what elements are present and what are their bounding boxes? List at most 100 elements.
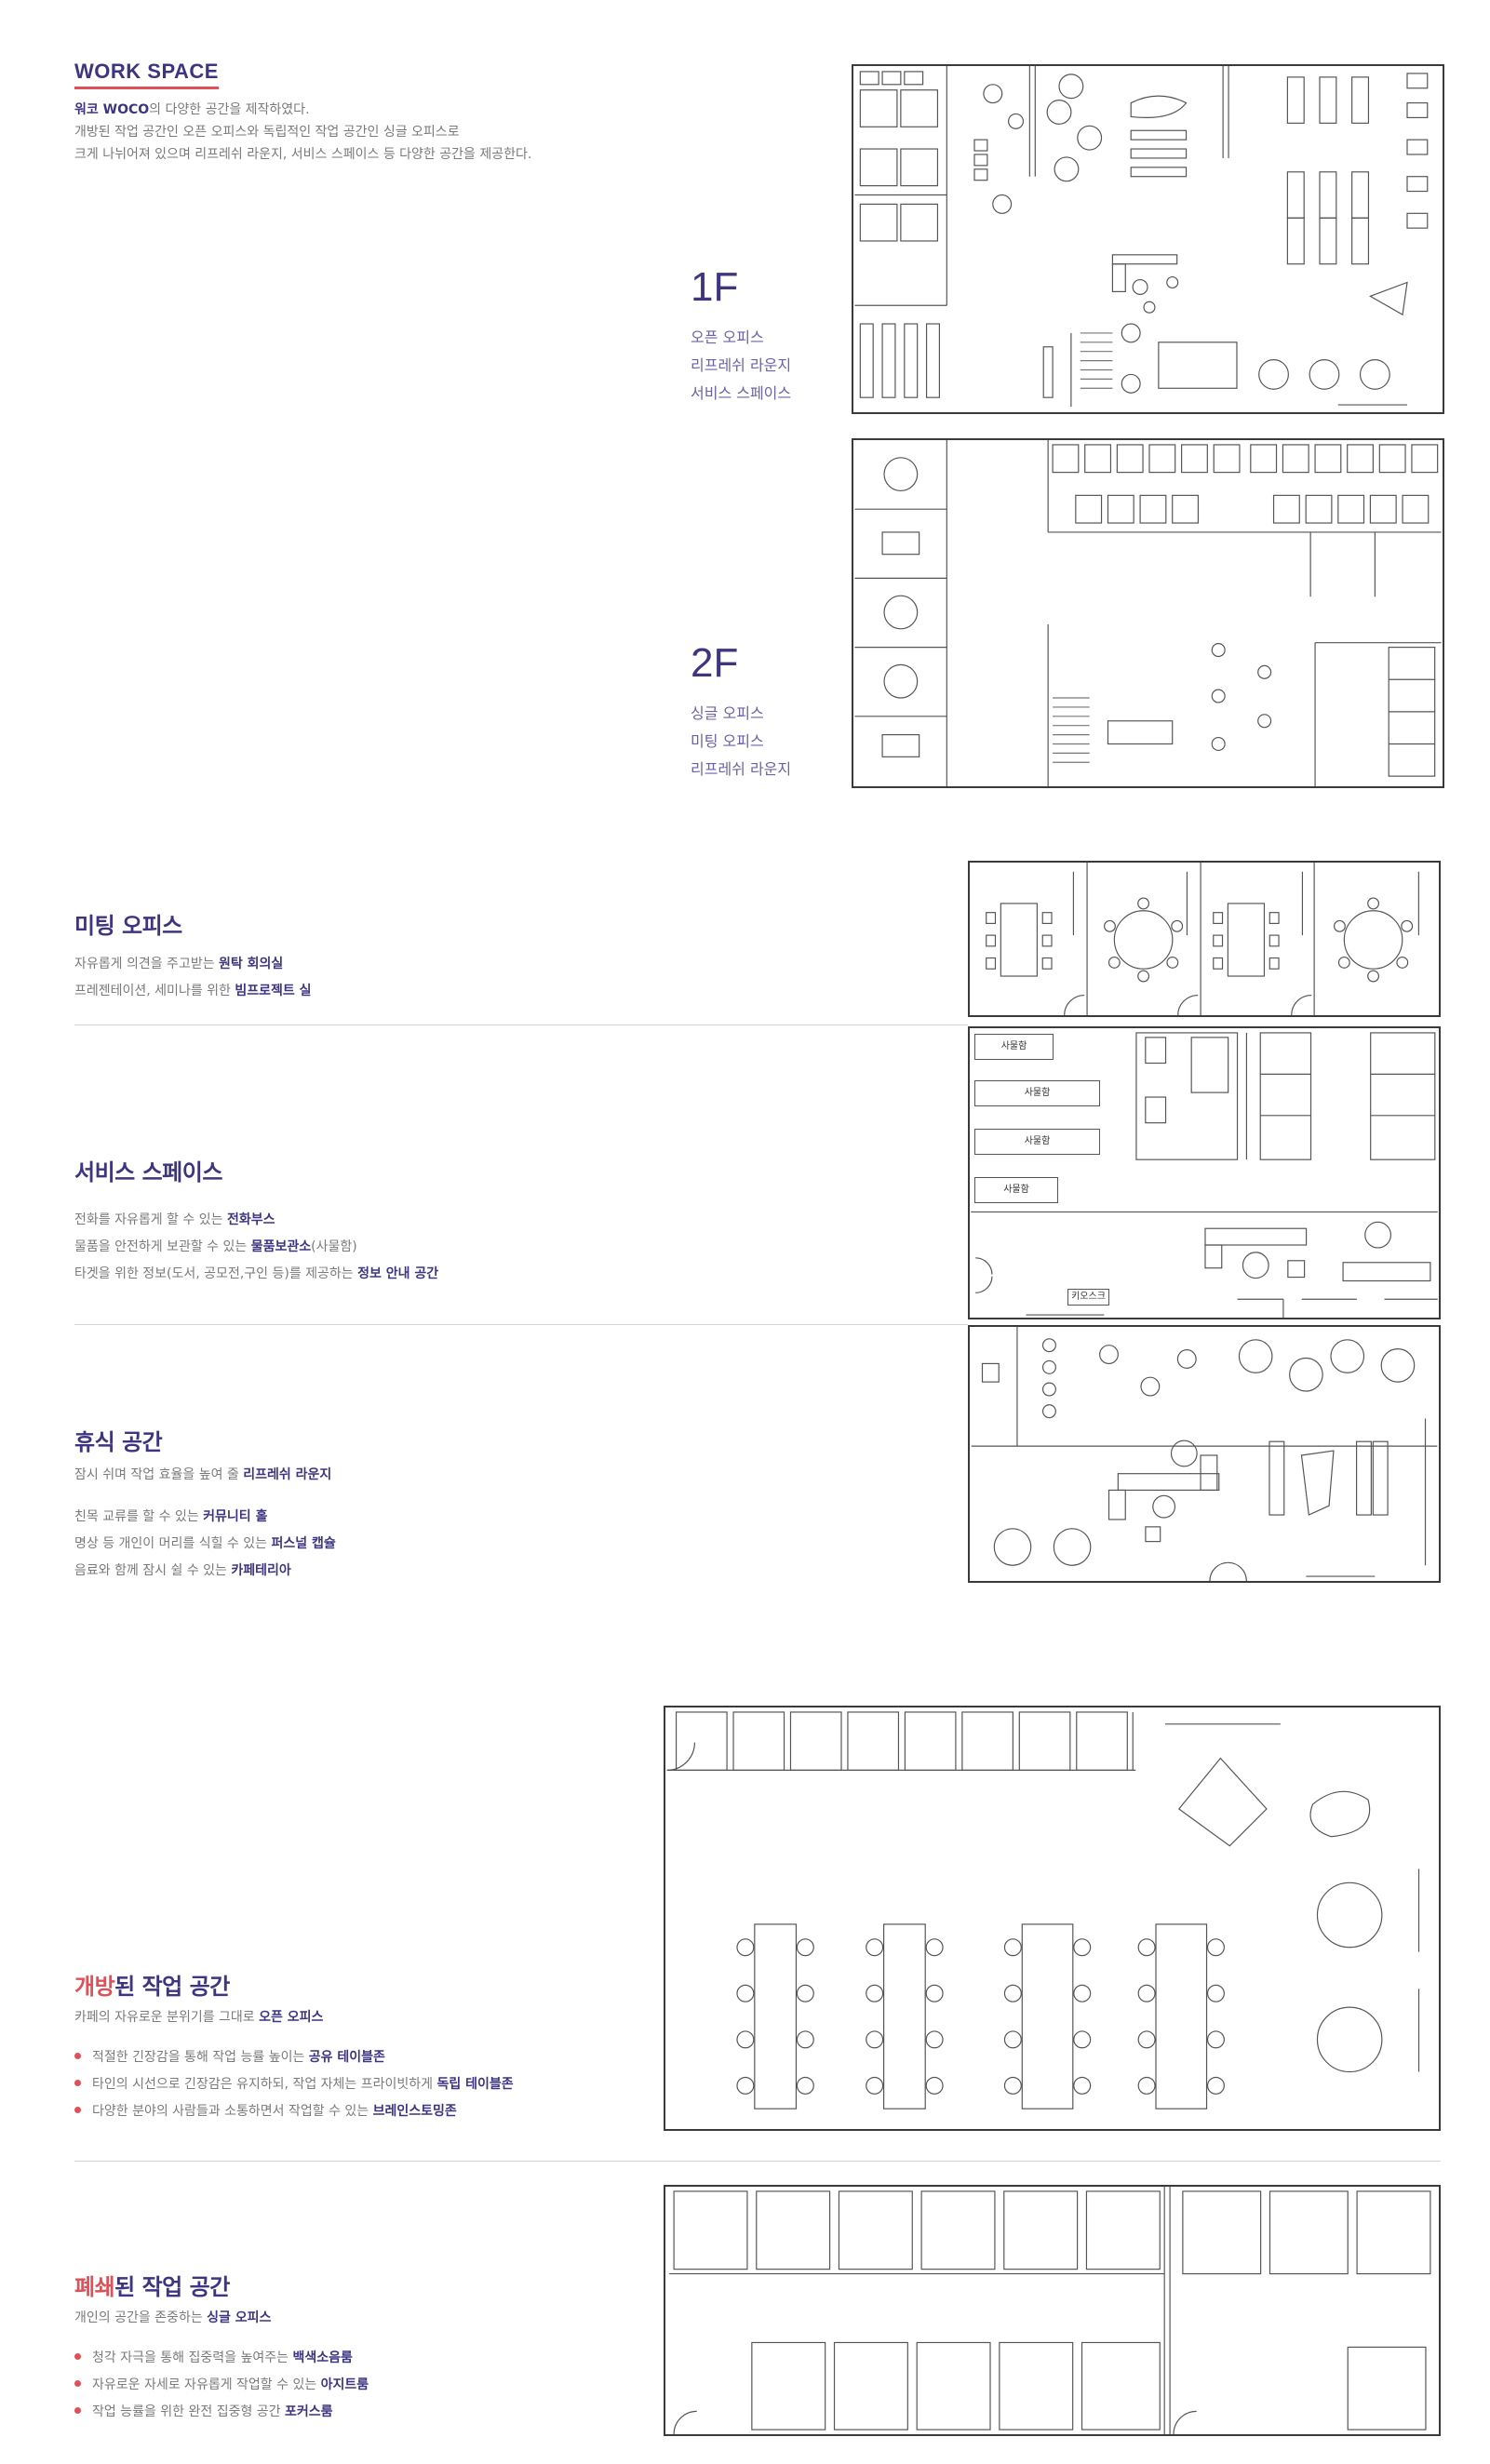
rest-line-1: 잠시 쉬며 작업 효율을 높여 줄 리프레쉬 라운지 (74, 1462, 336, 1489)
closed-bullet-2-text: 자유로운 자세로 자유롭게 작업할 수 있는 (92, 2377, 321, 2392)
open-bullet-2-text: 타인의 시선으로 긴장감은 유지하되, 작업 자체는 프라이빗하게 (92, 2077, 437, 2092)
bullet-dot (74, 2052, 81, 2059)
open-subtitle: 카페의 자유로운 분위기를 그대로 오픈 오피스 (74, 2004, 514, 2031)
section-divider (74, 1024, 968, 1025)
meeting-office-title: 미팅 오피스 (74, 913, 182, 939)
floor-plan-2f (852, 438, 1444, 788)
hideout-room: 아지트룸 (320, 2377, 369, 2392)
focus-room: 포커스룸 (285, 2404, 333, 2419)
section-divider (74, 2161, 1441, 2162)
floor-1f-item: 서비스 스페이스 (691, 384, 792, 402)
closed-bullet-3-text: 작업 능률을 위한 완전 집중형 공간 (92, 2404, 286, 2419)
rest-line-2: 친목 교류를 할 수 있는 커뮤니티 홀 (74, 1504, 336, 1531)
independent-table-zone: 독립 테이블존 (436, 2077, 514, 2092)
brand-name: 워코 WOCO (74, 102, 150, 117)
closed-bullet-1-text: 청각 자극을 통해 집중력을 높여주는 (92, 2350, 293, 2365)
beam-project-room: 빔프로젝트 실 (235, 984, 312, 998)
floor-2f-item: 리프레쉬 라운지 (691, 760, 792, 778)
rest-line-1-text: 잠시 쉬며 작업 효율을 높여 줄 (74, 1467, 244, 1482)
locker-label: 사물함 (974, 1034, 1054, 1060)
bullet-dot (74, 2406, 81, 2414)
refresh-lounge: 리프레쉬 라운지 (243, 1467, 332, 1482)
open-bullet-1: 적절한 긴장감을 통해 작업 능률 높이는 공유 테이블존 (74, 2044, 514, 2071)
open-space-title: 개방된 작업 공간 (74, 1968, 514, 2001)
closed-bullet-1: 청각 자극을 통해 집중력을 높여주는 백색소음룸 (74, 2345, 369, 2372)
meeting-line-1: 자유롭게 의견을 주고받는 원탁 회의실 (74, 951, 312, 978)
service-line-1-text: 전화를 자유롭게 할 수 있는 (74, 1212, 227, 1227)
rest-line-2-text: 친목 교류를 할 수 있는 (74, 1509, 204, 1524)
meeting-line-2-text: 프레젠테이션, 세미나를 위한 (74, 984, 235, 998)
service-line-2-text: 물품을 안전하게 보관할 수 있는 (74, 1239, 251, 1254)
rest-space-section: 휴식 공간 잠시 쉬며 작업 효율을 높여 줄 리프레쉬 라운지 친목 교류를 … (74, 1424, 336, 1585)
open-subtitle-text: 카페의 자유로운 분위기를 그대로 (74, 2010, 260, 2025)
intro-line-3: 크게 나뉘어져 있으며 리프레쉬 라운지, 서비스 스페이스 등 다양한 공간을… (74, 147, 532, 162)
brainstorming-zone: 브레인스토밍존 (372, 2104, 457, 2119)
bullet-dot (74, 2379, 81, 2387)
floor-2f-label-group: 2F 싱글 오피스 미팅 오피스 리프레쉬 라운지 (691, 640, 791, 783)
personal-capsule: 퍼스널 캡슐 (271, 1536, 336, 1551)
intro-line-1: 워코 WOCO의 다양한 공간을 제작하였다. (74, 99, 531, 121)
closed-bullet-3: 작업 능률을 위한 완전 집중형 공간 포커스룸 (74, 2399, 369, 2426)
closed-space-title-accent: 폐쇄 (74, 2274, 115, 2300)
rest-space-title: 휴식 공간 (74, 1429, 163, 1455)
info-space: 정보 안내 공간 (357, 1266, 439, 1281)
service-space-plan: 사물함 사물함 사물함 사물함 키오스크 (968, 1026, 1441, 1319)
service-line-2: 물품을 안전하게 보관할 수 있는 물품보관소(사물함) (74, 1234, 438, 1261)
rest-line-3-text: 명상 등 개인이 머리를 식힐 수 있는 (74, 1536, 272, 1551)
closed-subtitle: 개인의 공간을 존중하는 싱글 오피스 (74, 2305, 369, 2332)
meeting-office-plan (968, 861, 1441, 1017)
floor-1f-label-group: 1F 오픈 오피스 리프레쉬 라운지 서비스 스페이스 (691, 264, 791, 408)
open-bullet-1-text: 적절한 긴장감을 통해 작업 능률 높이는 (92, 2050, 309, 2065)
round-table-room: 원탁 회의실 (219, 957, 284, 971)
locker-label: 사물함 (974, 1080, 1100, 1106)
locker-label: 사물함 (974, 1129, 1100, 1155)
closed-space-title-rest: 된 작업 공간 (114, 2274, 230, 2300)
service-space-section: 서비스 스페이스 전화를 자유롭게 할 수 있는 전화부스 물품을 안전하게 보… (74, 1154, 438, 1288)
section-divider (74, 1324, 968, 1325)
shared-table-zone: 공유 테이블존 (308, 2050, 385, 2065)
rest-line-4-text: 음료와 함께 잠시 쉴 수 있는 (74, 1563, 232, 1578)
locker-label: 사물함 (974, 1177, 1058, 1203)
closed-space-title: 폐쇄된 작업 공간 (74, 2269, 369, 2301)
open-bullet-3: 다양한 분야의 사람들과 소통하면서 작업할 수 있는 브레인스토밍존 (74, 2098, 514, 2125)
open-bullet-2: 타인의 시선으로 긴장감은 유지하되, 작업 자체는 프라이빗하게 독립 테이블… (74, 2071, 514, 2098)
floor-1f-item: 오픈 오피스 (691, 328, 764, 346)
service-space-title: 서비스 스페이스 (74, 1159, 222, 1185)
floor-1f-item: 리프레쉬 라운지 (691, 356, 792, 374)
bullet-dot (74, 2079, 81, 2086)
closed-space-plan (664, 2185, 1441, 2436)
open-bullet-3-text: 다양한 분야의 사람들과 소통하면서 작업할 수 있는 (92, 2104, 373, 2119)
floor-label-2f: 2F (691, 640, 739, 686)
open-space-section: 개방된 작업 공간 카페의 자유로운 분위기를 그대로 오픈 오피스 적절한 긴… (74, 1968, 514, 2125)
meeting-office-section: 미팅 오피스 자유롭게 의견을 주고받는 원탁 회의실 프레젠테이션, 세미나를… (74, 907, 312, 1005)
meeting-line-1-text: 자유롭게 의견을 주고받는 (74, 957, 220, 971)
storage-room: 물품보관소 (250, 1239, 312, 1254)
service-line-3: 타겟을 위한 정보(도서, 공모전,구인 등)를 제공하는 정보 안내 공간 (74, 1261, 438, 1288)
phone-booth: 전화부스 (226, 1212, 275, 1227)
page-title: WORK SPACE (74, 60, 219, 83)
open-space-title-rest: 된 작업 공간 (114, 1974, 230, 2000)
kiosk-label: 키오스크 (1067, 1289, 1109, 1306)
closed-bullet-2: 자유로운 자세로 자유롭게 작업할 수 있는 아지트룸 (74, 2372, 369, 2399)
floor-2f-item: 싱글 오피스 (691, 704, 764, 722)
service-line-2-suffix: (사물함) (311, 1239, 357, 1254)
rest-line-4: 음료와 함께 잠시 쉴 수 있는 카페테리아 (74, 1558, 336, 1585)
intro-line-2: 개방된 작업 공간인 오픈 오피스와 독립적인 작업 공간인 싱글 오피스로 (74, 125, 460, 140)
meeting-line-2: 프레젠테이션, 세미나를 위한 빔프로젝트 실 (74, 978, 312, 1005)
closed-subtitle-text: 개인의 공간을 존중하는 (74, 2310, 208, 2325)
title-underline (74, 87, 219, 89)
white-noise-room: 백색소음룸 (292, 2350, 353, 2365)
open-office: 오픈 오피스 (259, 2010, 324, 2025)
floor-label-1f: 1F (691, 264, 739, 310)
open-space-title-accent: 개방 (74, 1974, 115, 2000)
open-space-plan (664, 1706, 1441, 2131)
rest-line-3: 명상 등 개인이 머리를 식힐 수 있는 퍼스널 캡슐 (74, 1531, 336, 1558)
bullet-dot (74, 2106, 81, 2113)
single-office: 싱글 오피스 (207, 2310, 272, 2325)
intro-line-1-text: 의 다양한 공간을 제작하였다. (149, 102, 310, 117)
community-hall: 커뮤니티 홀 (203, 1509, 268, 1524)
cafeteria: 카페테리아 (231, 1563, 291, 1578)
floor-2f-item: 미팅 오피스 (691, 732, 764, 750)
service-line-3-text: 타겟을 위한 정보(도서, 공모전,구인 등)를 제공하는 (74, 1266, 358, 1281)
bullet-dot (74, 2352, 81, 2360)
